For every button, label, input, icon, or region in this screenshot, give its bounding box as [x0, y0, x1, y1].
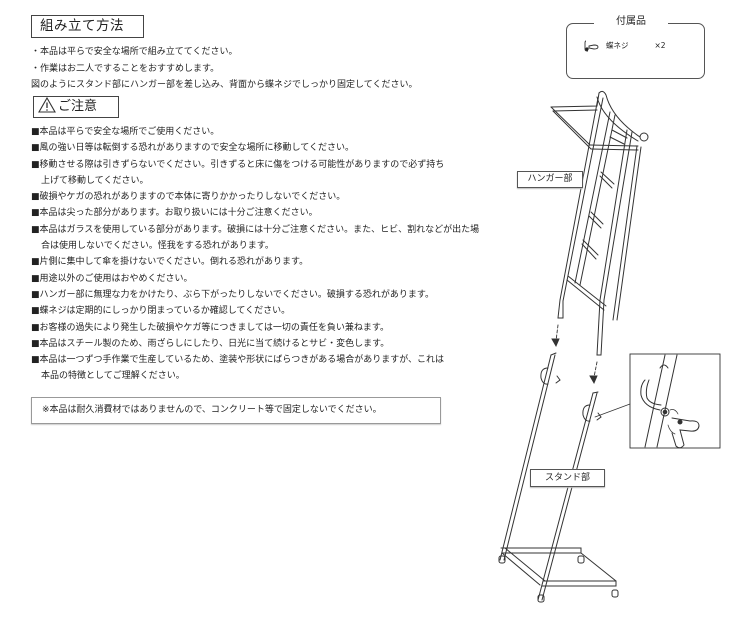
caution-item: ■本品はガラスを使用している部分があります。破損には十分ご注意ください。また、ヒ… [31, 224, 480, 252]
caution-heading: ご注意 [33, 96, 119, 118]
warning-triangle-icon [38, 96, 56, 113]
assembly-line: 図のようにスタンド部にハンガー部を差し込み、背面から蝶ネジでしっかり固定してくだ… [31, 80, 418, 90]
wing-screw-detail-inset [629, 353, 721, 449]
hanger-part-drawing [550, 90, 649, 356]
accessories-heading: 付属品 [594, 14, 668, 30]
accessory-item: 蝶ネジ ×2 [584, 40, 666, 52]
caution-item: ■蝶ネジは定期的にしっかり閉まっているか確認してください。 [31, 306, 291, 317]
caution-heading-text: ご注意 [58, 99, 98, 114]
caution-item: ■本品は尖った部分があります。お取り扱いには十分ご注意ください。 [31, 208, 318, 219]
caution-item: ■風の強い日等は転倒する恐れがありますので安全な場所に移動してください。 [31, 143, 354, 154]
caution-item: ■片側に集中して傘を掛けないでください。倒れる恐れがあります。 [31, 257, 309, 268]
assembly-line: ・本品は平らで安全な場所で組み立ててください。 [31, 47, 238, 57]
notice-box: ※本品は耐久消費材ではありませんので、コンクリート等で固定しないでください。 [31, 397, 441, 424]
hanger-part-label: ハンガー部 [517, 171, 583, 188]
wing-screw-icon [584, 40, 599, 52]
caution-item: ■お客様の過失により発生した破損やケガ等につきましては一切の責任を負い兼ねます。 [31, 322, 389, 333]
caution-item: ■用途以外のご使用はおやめください。 [31, 273, 193, 284]
caution-item: ■本品は平らで安全な場所でご使用ください。 [31, 127, 220, 137]
assembly-instructions: ・本品は平らで安全な場所で組み立ててください。 ・作業はお二人ですることをおすす… [31, 44, 501, 94]
caution-item: ■本品は一つずつ手作業で生産しているため、塗装や形状にばらつきがある場合がありま… [31, 355, 445, 382]
insert-arrow-icon [551, 324, 598, 385]
caution-list: ■本品は平らで安全な場所でご使用ください。 ■風の強い日等は転倒する恐れがありま… [31, 124, 501, 385]
assembly-heading: 組み立て方法 [31, 15, 144, 38]
accessory-qty: ×2 [654, 41, 666, 50]
assembly-line: ・作業はお二人ですることをおすすめします。 [31, 63, 220, 74]
stand-part-drawing [498, 352, 619, 603]
accessory-name: 蝶ネジ [606, 41, 629, 50]
stand-part-label: スタンド部 [530, 469, 605, 487]
caution-item: ■移動させる際は引きずらないでください。引きずると床に傷をつける可能性があります… [31, 159, 445, 186]
caution-item: ■本品はスチール製のため、雨ざらしにしたり、日光に当て続けるとサビ・変色します。 [31, 338, 390, 349]
caution-item: ■ハンガー部に無理な力をかけたり、ぶら下がったりしないでください。破損する恐れが… [31, 289, 434, 300]
caution-item: ■破損やケガの恐れがありますので本体に寄りかかったりしないでください。 [31, 192, 346, 203]
